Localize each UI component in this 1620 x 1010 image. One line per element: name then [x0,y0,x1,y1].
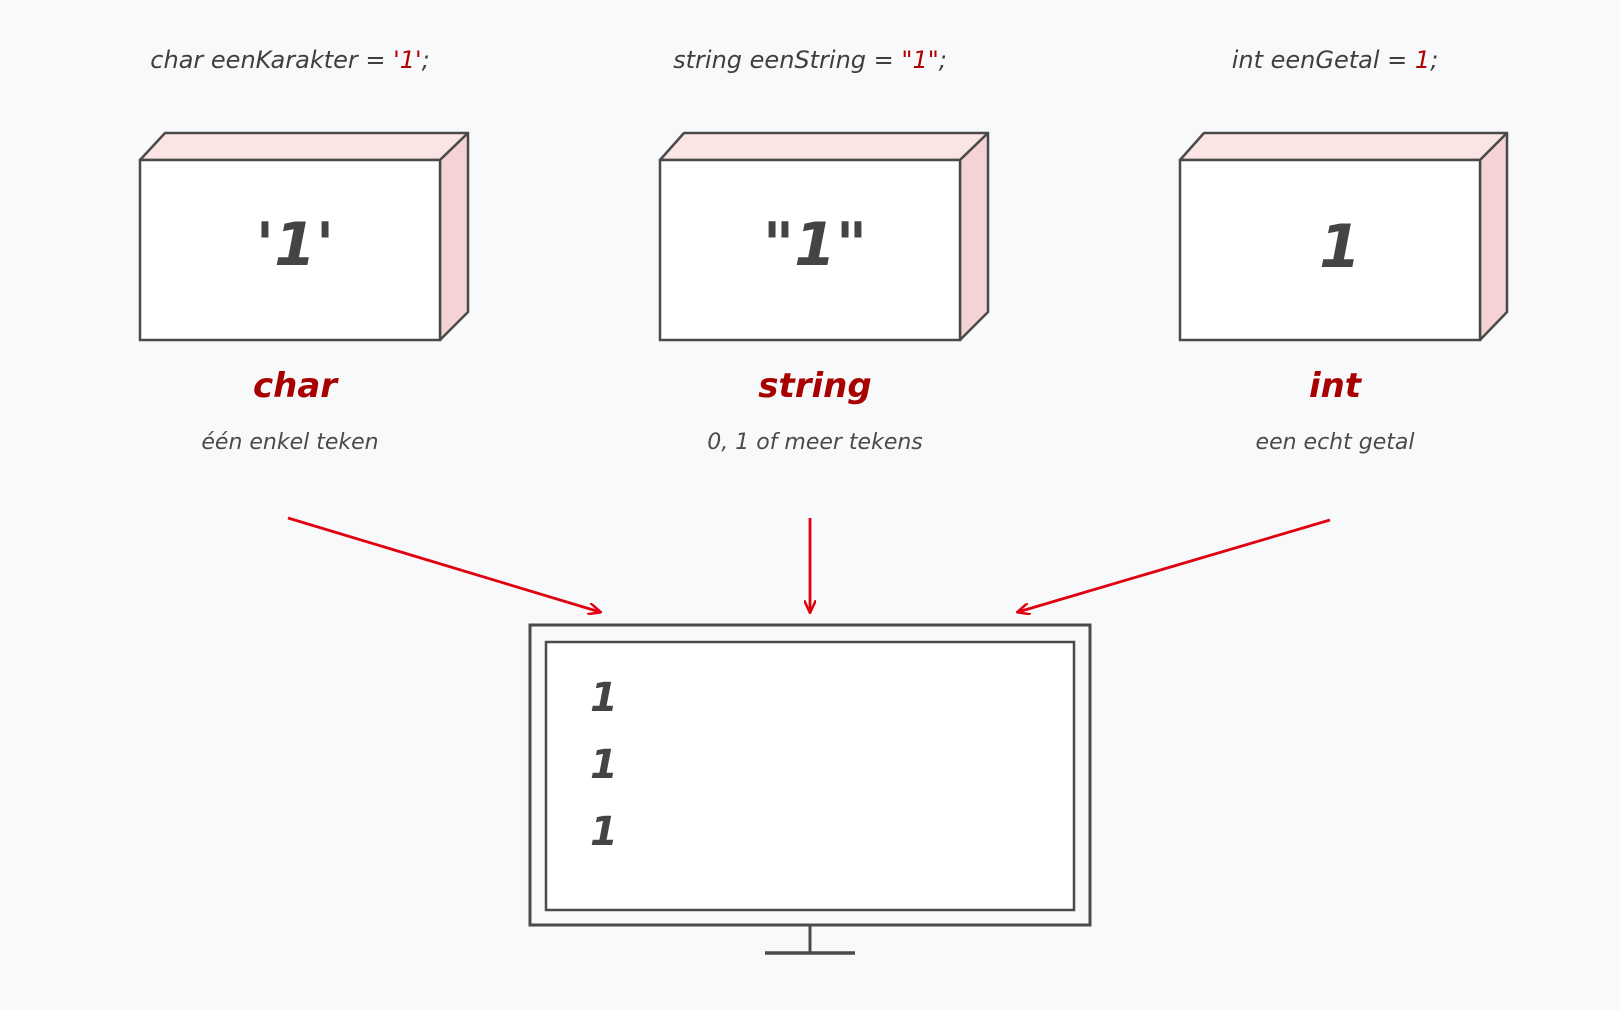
int-arrow [1018,518,1331,612]
string-declaration-literal: "1" [901,46,939,74]
screen-output-line-2: 1 [590,742,618,788]
char-declaration-prefix: char eenKarakter = [150,46,394,74]
screen-output-line-3: 1 [590,809,618,855]
int-box-front [1178,158,1482,342]
int-declaration-literal: 1 [1414,46,1431,74]
string-box-top [658,131,990,162]
monitor [528,623,1092,955]
char-box-value: '1' [255,210,335,280]
char-declaration-suffix: ; [421,46,430,74]
char-declaration: char eenKarakter = '1'; [80,46,500,74]
string-box-value: "1" [762,210,868,280]
int-declaration-prefix: int eenGetal = [1231,46,1415,74]
string-description: 0, 1 of meer tekens [707,430,923,455]
int-description: een echt getal [1255,430,1415,455]
int-box [1178,131,1509,342]
char-box [138,131,470,342]
int-declaration-suffix: ; [1430,46,1439,74]
int-declaration: int eenGetal = 1; [1125,46,1545,74]
char-box-top [138,131,470,162]
int-box-top [1178,131,1509,162]
string-type-name: string [758,366,872,406]
int-type-name: int [1308,366,1362,406]
string-declaration: string eenString = "1"; [600,46,1020,74]
string-declaration-suffix: ; [938,46,947,74]
string-declaration-prefix: string eenString = [673,46,902,74]
char-arrow [287,516,600,612]
char-description: één enkel teken [201,430,379,455]
char-type-name: char [252,366,338,406]
monitor-screen [544,640,1076,912]
string-box-front [658,158,962,342]
string-box [658,131,990,342]
screen-output-line-1: 1 [590,675,618,721]
char-box-front [138,158,442,342]
int-box-value: 1 [1319,212,1361,282]
char-declaration-literal: '1' [393,46,422,74]
